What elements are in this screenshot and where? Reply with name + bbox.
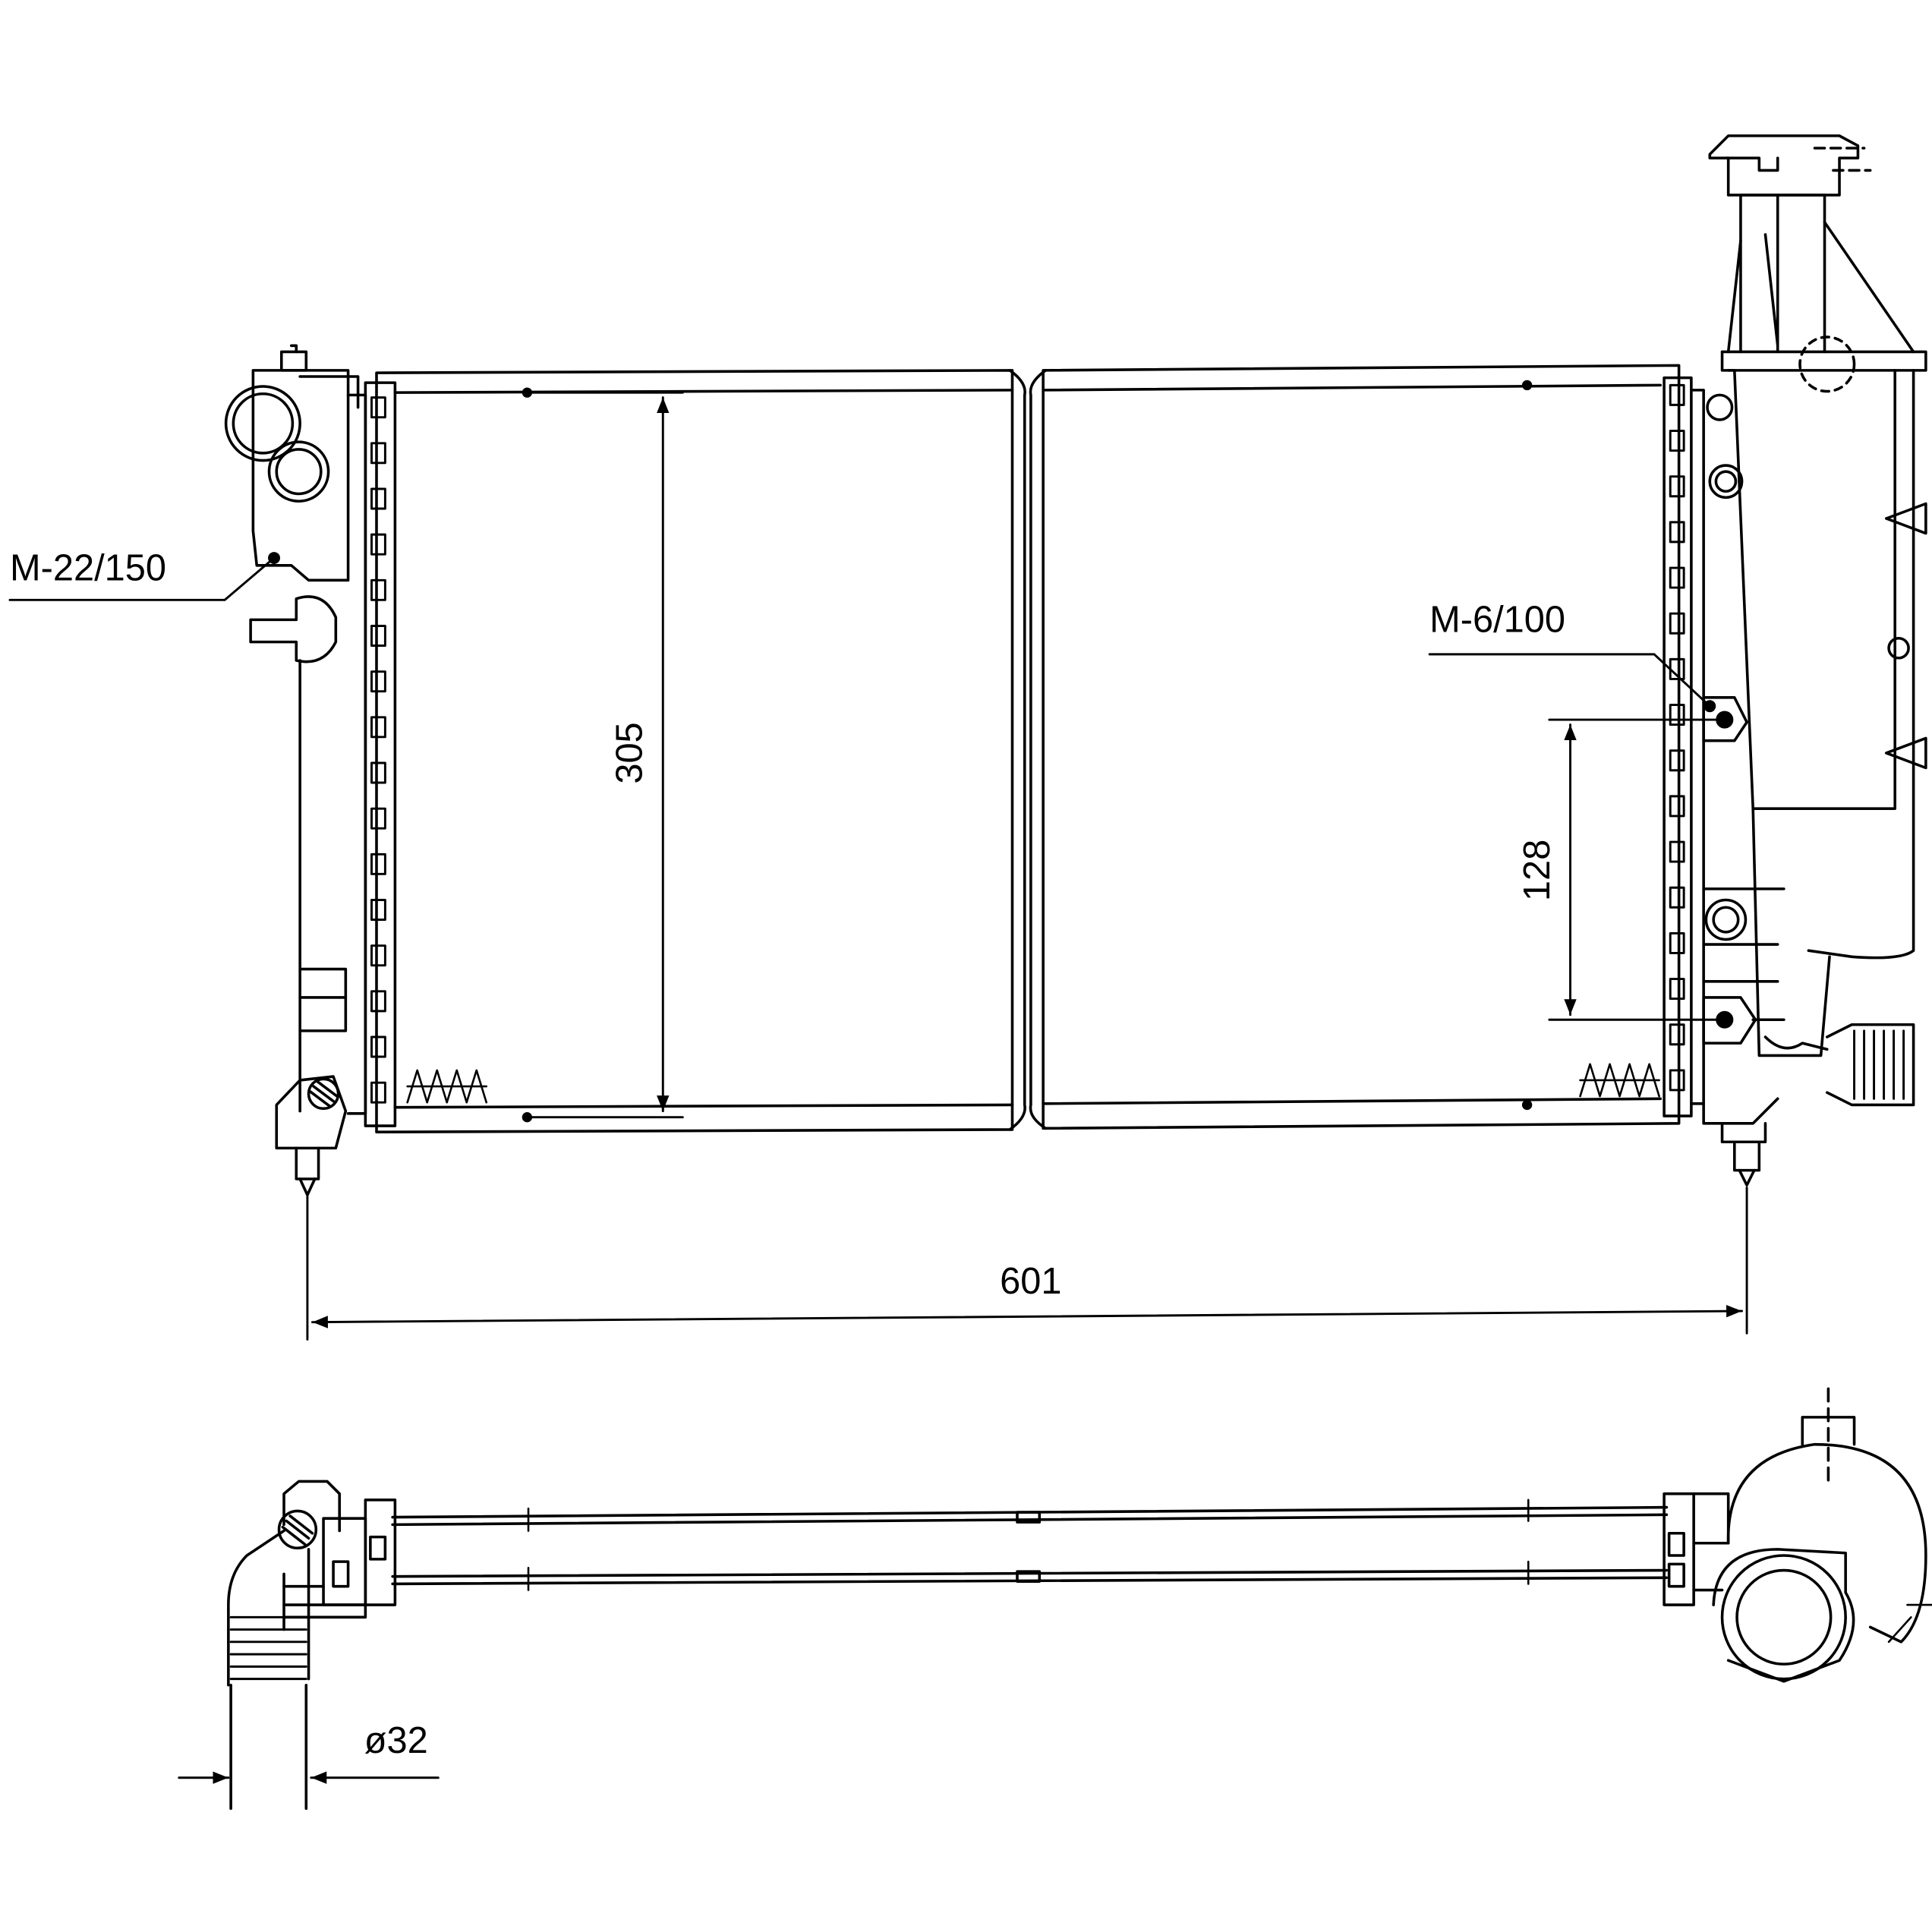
bolt-thread-label: M-6/100: [1429, 600, 1565, 641]
expansion-tank: [1720, 350, 1927, 960]
left-tank: [224, 344, 397, 1196]
filler-cap-icon: [224, 385, 301, 462]
drain-boss: [275, 1075, 348, 1150]
core-height-label: 305: [610, 722, 651, 783]
upper-bolt-bracket: [1702, 696, 1748, 742]
outlet-pipe: [1825, 1023, 1915, 1107]
threaded-port-icon: [267, 440, 330, 503]
hose-diameter-label: ø32: [364, 1720, 428, 1761]
fin-hatching: [406, 1063, 1660, 1104]
mounting-pin: [249, 595, 338, 663]
front-view: [224, 134, 1927, 1196]
top-right-tank: [1663, 1492, 1695, 1606]
labels: M-22/150 M-6/100 305 128 601 ø32: [10, 547, 1565, 1761]
right-tank: [1663, 134, 1927, 1187]
top-left-inlet-boss: [282, 1480, 341, 1533]
radiator-core: [375, 364, 1681, 1134]
top-view: [227, 1387, 1932, 1811]
top-left-hose-elbow: [227, 1529, 310, 1687]
bracket-spacing-label: 128: [1517, 840, 1558, 901]
top-right-outlet-icon: [1720, 1554, 1847, 1681]
inlet-thread-label: M-22/150: [10, 547, 166, 588]
filler-neck: [1739, 194, 1826, 354]
lower-bolt-bracket: [1702, 996, 1757, 1045]
dimension-lines: [8, 391, 1748, 1341]
pressure-cap-icon: [1708, 134, 1860, 197]
upper-inlet-outline: [251, 369, 350, 582]
tank-boss-1: [1706, 393, 1734, 421]
drain-plug-icon: [307, 1077, 340, 1111]
overall-width-label: 601: [1000, 1261, 1061, 1302]
